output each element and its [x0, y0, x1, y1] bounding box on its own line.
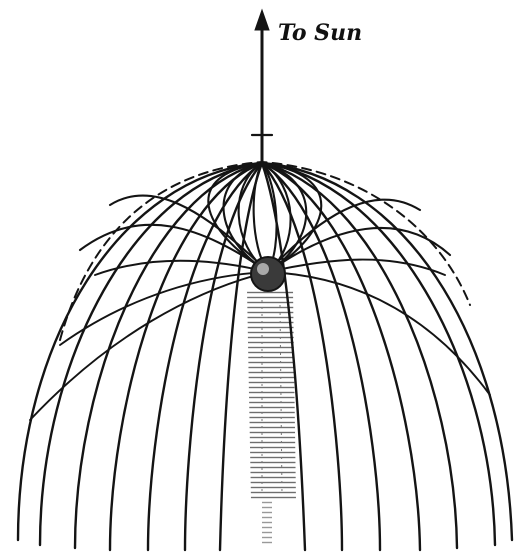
shadow-column [247, 290, 296, 545]
comet-nucleus [250, 256, 286, 292]
direction-label: To Sun [278, 20, 362, 46]
direction-arrow [250, 8, 274, 165]
